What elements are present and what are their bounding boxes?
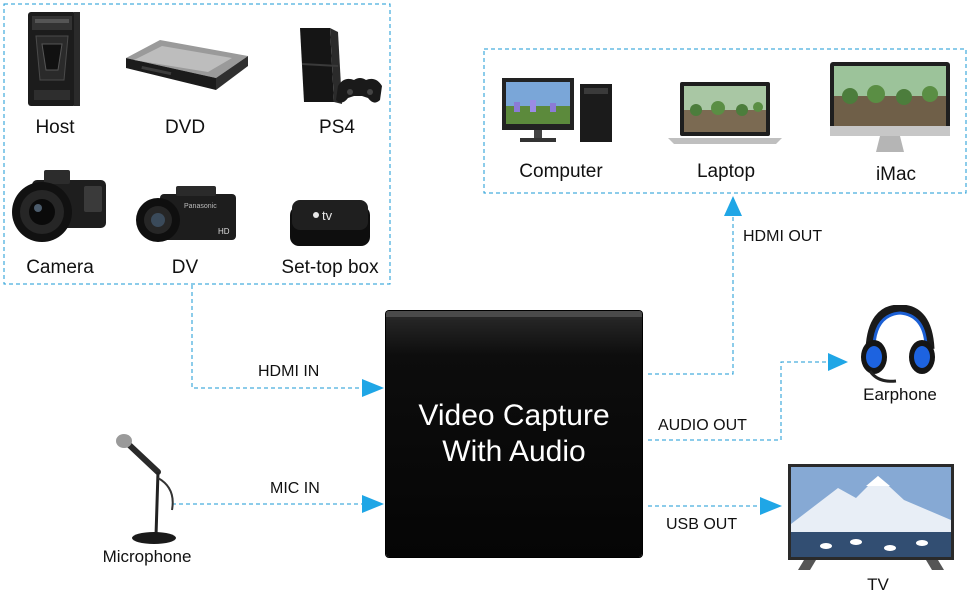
outputs-group-frame (483, 48, 967, 194)
tv-label: TV (867, 575, 889, 594)
audio-out-wire (648, 361, 832, 441)
mic-in-arrow (362, 495, 384, 513)
computer-label: Computer (519, 161, 603, 182)
hdmi-in-wire (191, 285, 365, 389)
ps4-console-icon (300, 28, 382, 104)
hdmi-out-label: HDMI OUT (743, 228, 823, 245)
camera-label: Camera (26, 257, 94, 278)
host-label: Host (35, 117, 75, 138)
hdmi-out-arrow (724, 196, 742, 216)
microphone-icon (116, 434, 176, 544)
capture-device-highlight (386, 311, 642, 317)
ps4-label: PS4 (319, 117, 355, 138)
video-capture-device: Video Capture With Audio (386, 311, 642, 557)
imac-icon (830, 62, 950, 152)
sources-group-frame (3, 3, 391, 285)
dv-camcorder-icon: Panasonic HD (136, 186, 236, 242)
computer-monitor-icon (502, 78, 612, 142)
settop-box-icon: tv (290, 200, 370, 246)
laptop-icon (668, 82, 782, 144)
microphone-label: Microphone (102, 547, 192, 566)
mic-in-label: MIC IN (270, 480, 320, 497)
usb-out-label: USB OUT (666, 516, 738, 533)
settop-logo-text: tv (322, 208, 333, 223)
dv-brand-text: Panasonic (184, 203, 217, 210)
hdmi-in-arrow (362, 379, 384, 397)
tv-icon (788, 464, 954, 570)
earphone-headset-icon (861, 305, 935, 383)
imac-label: iMac (875, 164, 917, 185)
hdmi-out-wire (648, 214, 734, 375)
audio-out-label: AUDIO OUT (658, 417, 747, 434)
audio-out-arrow (828, 353, 848, 371)
capture-title-line1: Video Capture (418, 399, 610, 432)
settop-label: Set-top box (281, 257, 379, 278)
camera-icon (12, 170, 106, 242)
dv-label: DV (171, 257, 199, 278)
capture-title-line2: With Audio (442, 435, 586, 468)
dv-hd-badge: HD (218, 227, 230, 236)
dvd-player-icon (126, 40, 248, 90)
hdmi-in-label: HDMI IN (258, 363, 320, 380)
laptop-label: Laptop (696, 161, 756, 182)
usb-out-arrow (760, 497, 782, 515)
host-pc-icon (28, 12, 80, 106)
earphone-label: Earphone (863, 385, 937, 404)
dvd-label: DVD (164, 117, 206, 138)
